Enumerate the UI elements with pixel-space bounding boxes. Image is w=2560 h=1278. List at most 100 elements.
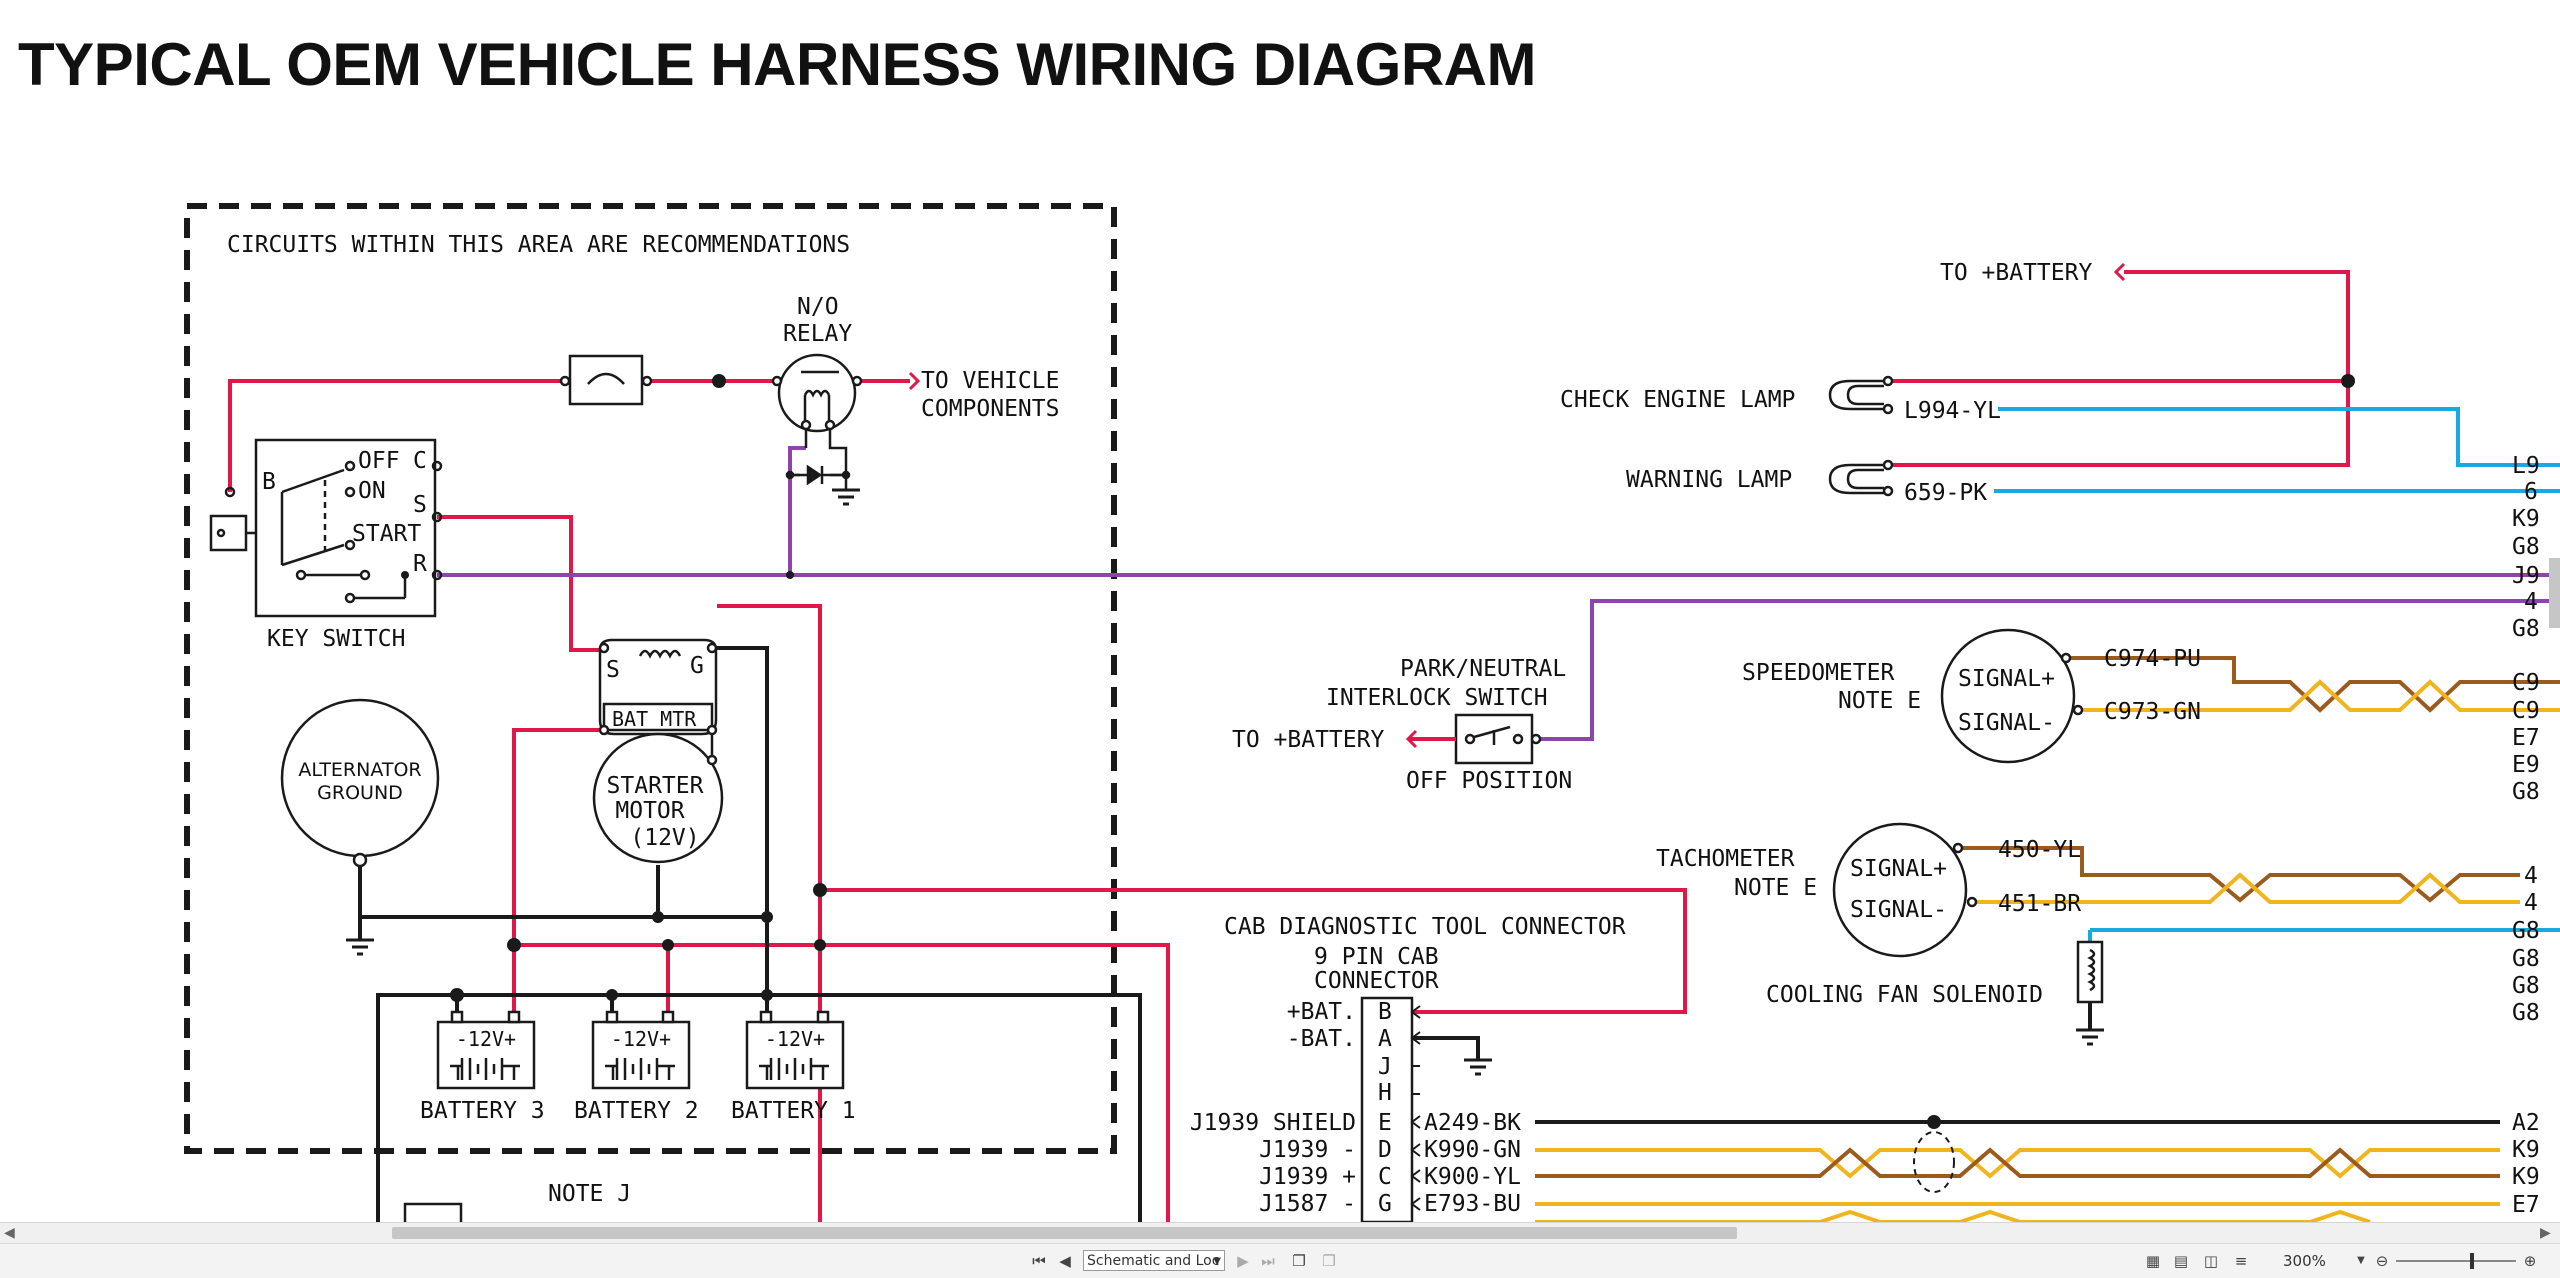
to-battery-mid-label: TO +BATTERY [1232, 727, 1384, 753]
to-vehicle-label-1: TO VEHICLE [921, 368, 1059, 394]
tachometer-symbol [1832, 822, 1978, 958]
speedometer-label-2: NOTE E [1838, 688, 1921, 714]
edge-label: G8 [2512, 946, 2540, 972]
wiring-diagram: CIRCUITS WITHIN THIS AREA ARE RECOMMENDA… [184, 203, 2560, 1222]
pin-letter: D [1378, 1137, 1392, 1163]
page-select[interactable]: Schematic and Loc ▼ [1083, 1250, 1225, 1271]
lamps [1828, 375, 1894, 497]
edge-label: E7 [2512, 725, 2540, 751]
shield-drain-ellipse [1913, 1131, 1955, 1193]
wire-451-label: 451-BR [1998, 891, 2081, 917]
junction-dots [450, 374, 2355, 1129]
wire-c974-label: C974-PU [2104, 646, 2201, 672]
pin-wire: E793-BU [1424, 1191, 1521, 1217]
single-page-view-icon[interactable]: ▦ [2145, 1252, 2161, 1270]
edge-label: L9 [2512, 453, 2540, 479]
pin-wire: K900-YL [1424, 1164, 1521, 1190]
pin-letter: G [1378, 1191, 1392, 1217]
pin-letter: H [1378, 1080, 1392, 1106]
next-page-icon[interactable]: ▶ [1237, 1252, 1249, 1270]
pin-desc: J1939 + [1259, 1164, 1356, 1190]
key-switch-label: KEY SWITCH [267, 626, 405, 652]
page-title: TYPICAL OEM VEHICLE HARNESS WIRING DIAGR… [18, 31, 1536, 98]
chevron-down-icon: ▼ [1213, 1256, 1221, 1267]
edge-label: 4 [2524, 589, 2538, 615]
warning-lamp-label: WARNING LAMP [1626, 467, 1792, 493]
pin-row-d: J1939 - D K990-GN [1259, 1137, 1521, 1163]
continuous-view-icon[interactable]: ▤ [2173, 1252, 2189, 1270]
fuse [559, 354, 653, 406]
ks-label-on: ON [358, 478, 386, 504]
starter-label-1: STARTER [607, 773, 704, 799]
pin-letter: A [1378, 1026, 1392, 1052]
ks-label-r: R [413, 551, 427, 577]
to-battery-top-label: TO +BATTERY [1940, 260, 2092, 286]
pin-row-c: J1939 + C K900-YL [1259, 1164, 1521, 1190]
recommendation-note: CIRCUITS WITHIN THIS AREA ARE RECOMMENDA… [227, 232, 850, 258]
alternator-label-1: ALTERNATOR [298, 759, 421, 781]
wire-l994-label: L994-YL [1904, 398, 2001, 424]
page-select-value: Schematic and Loc [1087, 1253, 1220, 1269]
pin-row-e: J1939 SHIELD E A249-BK [1190, 1110, 1521, 1136]
ks-label-c: C [413, 448, 427, 474]
sol-label-bat-mtr: BAT MTR [612, 707, 697, 731]
edge-label: J9 [2512, 563, 2540, 589]
scroll-left-icon[interactable]: ◀ [4, 1225, 15, 1241]
ground-symbols [346, 488, 2104, 1076]
starter-solenoid [598, 638, 718, 736]
note-j-box [403, 1202, 463, 1222]
pin-desc: -BAT. [1287, 1026, 1356, 1052]
cab-diag-label: CAB DIAGNOSTIC TOOL CONNECTOR [1224, 914, 1626, 940]
edge-label: G8 [2512, 1000, 2540, 1026]
relay [771, 353, 863, 490]
starter-label-3: (12V) [630, 825, 699, 851]
cab-connector-body [1360, 996, 1414, 1222]
twisted-pairs [1535, 656, 2560, 1222]
off-position-label: OFF POSITION [1406, 768, 1572, 794]
park-neutral-label-2: INTERLOCK SWITCH [1326, 685, 1548, 711]
edge-label: E9 [2512, 752, 2540, 778]
status-bar: ⏮ ◀ Schematic and Loc ▼ ▶ ⏭ ❐ ❐ ▦ ▤ ◫ ≡ … [0, 1243, 2560, 1278]
duplicate-icon[interactable]: ❐ [1322, 1252, 1336, 1270]
tachometer-label-2: NOTE E [1734, 875, 1817, 901]
scroll-right-icon[interactable]: ▶ [2540, 1225, 2551, 1241]
zoom-slider-track[interactable] [2396, 1260, 2516, 1262]
last-page-icon[interactable]: ⏭ [1261, 1252, 1275, 1270]
edge-label: G8 [2512, 616, 2540, 642]
sol-label-s: S [606, 657, 620, 683]
previous-page-icon[interactable]: ◀ [1059, 1252, 1071, 1270]
pin-row-g: J1587 - G E793-BU [1259, 1191, 1521, 1217]
cab-conn-label-2: CONNECTOR [1314, 968, 1439, 994]
speedometer-label-1: SPEEDOMETER [1742, 660, 1894, 686]
vertical-scrollbar-thumb[interactable] [2549, 558, 2560, 628]
cooling-fan-label: COOLING FAN SOLENOID [1766, 982, 2043, 1008]
pin-row-h: H [1378, 1080, 1420, 1106]
two-page-view-icon[interactable]: ◫ [2203, 1252, 2219, 1270]
alternator-label-2: GROUND [317, 782, 403, 804]
tacho-signal-minus: SIGNAL- [1850, 897, 1947, 923]
zoom-slider-thumb[interactable] [2470, 1253, 2474, 1269]
zoom-level[interactable]: 300% [2283, 1252, 2326, 1270]
edge-label: C9 [2512, 670, 2540, 696]
pin-letter: E [1378, 1110, 1392, 1136]
battery-3-rating: -12V+ [456, 1027, 516, 1051]
fit-view-icon[interactable]: ≡ [2234, 1252, 2248, 1270]
relay-label-2: RELAY [783, 321, 852, 347]
starter-motor [592, 732, 724, 864]
zoom-dropdown-icon[interactable]: ▼ [2357, 1255, 2365, 1266]
first-page-icon[interactable]: ⏮ [1032, 1252, 1046, 1270]
tacho-signal-plus: SIGNAL+ [1850, 856, 1947, 882]
copy-icon[interactable]: ❐ [1292, 1252, 1306, 1270]
battery-2-label: BATTERY 2 [574, 1098, 699, 1124]
zoom-out-icon[interactable]: ⊖ [2375, 1252, 2389, 1270]
zoom-in-icon[interactable]: ⊕ [2523, 1252, 2537, 1270]
pin-desc: J1587 - [1259, 1191, 1356, 1217]
speedo-signal-minus: SIGNAL- [1958, 710, 2055, 736]
park-neutral-switch [1410, 713, 1542, 765]
horizontal-scrollbar[interactable]: ◀ ▶ [0, 1222, 2560, 1243]
park-neutral-label-1: PARK/NEUTRAL [1400, 656, 1566, 682]
edge-label: K9 [2512, 1164, 2540, 1190]
horizontal-scrollbar-thumb[interactable] [392, 1227, 1737, 1239]
edge-label: G8 [2512, 918, 2540, 944]
battery-symbols [436, 1010, 845, 1090]
